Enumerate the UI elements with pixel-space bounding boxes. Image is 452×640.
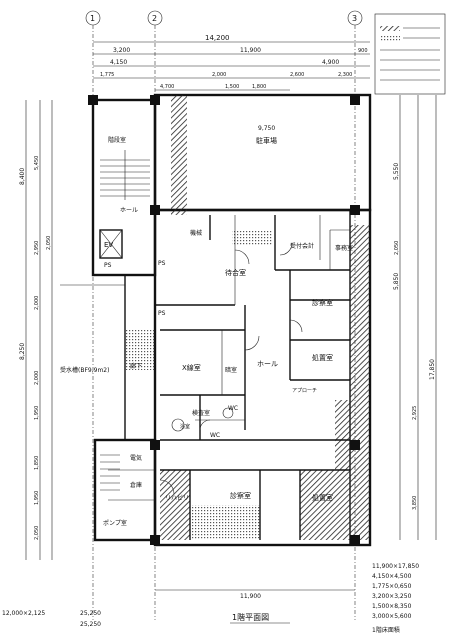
room-reception: 受付会計 [290,242,314,250]
top-dimensions: 14,200 3,200 11,900 900 4,150 4,900 1,77… [93,34,370,91]
legend-br-0: 11,900×17,850 [372,563,419,570]
room-parking: 駐車場 [256,136,277,145]
room-treat1: 処置室 [312,353,333,362]
room-consult2: 診察室 [230,491,251,500]
room-wc2: WC [210,432,220,439]
left-dimensions: 8,400 5,450 2,950 2,050 2,000 8,250 2,00… [19,100,53,560]
area-left-3: 25,250 [80,621,101,628]
room-wait: 待合室 [225,268,246,277]
room-xray: X線室 [182,363,201,372]
legend-caption: 1階床面積 [372,626,400,634]
elevator [99,229,123,259]
dim-right-3: 2,925 [412,406,418,420]
legend-br-4: 1,500×8,350 [372,603,412,610]
legend-bottom-right: 11,900×17,850 4,150×4,500 1,775×0,650 3,… [372,563,419,634]
dim-row2-0: 3,200 [113,47,130,54]
dim-row4-2: 2,000 [212,72,226,78]
room-labels: 階段室 9,750 駐車場 ホール EV PS PS PS 機械 受付会計 待合… [60,125,353,527]
room-office: 事務室 [335,244,353,252]
dim-left-0: 8,400 [19,168,26,185]
area-left-1: 12,000×2,125 [2,610,45,617]
legend-br-3: 3,200×3,250 [372,593,412,600]
dim-left-7: 1,950 [34,406,40,420]
room-consult1: 診察室 [312,298,333,307]
dim-row3-0: 4,150 [110,59,127,66]
dim-row3-1: 4,900 [322,59,339,66]
drawing-title: 1階平面図 [232,612,269,622]
grid-label-2: 2 [152,14,157,23]
room-ps2: PS [158,260,166,267]
dim-row4-0: 1,775 [100,72,114,78]
hatched-walls [125,95,370,540]
legend-top-right [374,13,446,95]
columns [88,95,360,545]
dim-right-2: 5,850 [393,273,400,290]
dim-left-9: 1,950 [34,491,40,505]
room-rehab: リハビリ [165,494,189,502]
dim-left-4: 2,000 [34,296,40,310]
room-pump: ポンプ室 [103,519,127,527]
room-approach: アプローチ [292,388,317,394]
grid-label-1: 1 [90,14,95,23]
room-ele: 電気 [130,454,142,462]
room-corridor: 廊下 [130,362,142,370]
legend-br-2: 1,775×0,650 [372,583,412,590]
room-stair: 階段室 [108,136,126,144]
dim-bottom-total: 11,900 [240,593,261,600]
dim-row4-3: 1,500 [225,84,239,90]
room-ps3: PS [158,310,166,317]
room-hall-top: ホール [120,207,138,214]
interior-walls [108,215,350,540]
dim-left-10: 2,050 [34,526,40,540]
room-mech: 機械 [190,229,202,237]
room-dark: 暗室 [225,366,237,374]
room-ev: EV [104,241,113,249]
room-exam: 検査室 [192,409,210,417]
dim-row4-5: 2,600 [290,72,304,78]
bottom-annotations: 11,900 1階平面図 12,000×2,125 25,250 25,250 [2,589,355,628]
dim-right-1: 2,050 [394,241,400,255]
legend-br-5: 3,000×5,600 [372,613,412,620]
room-parking-area: 9,750 [258,125,275,132]
grid-label-3: 3 [352,14,357,23]
door-swings [159,242,303,495]
dim-left-2: 2,950 [34,241,40,255]
room-wc: WC [228,405,238,412]
legend-br-1: 4,150×4,500 [372,573,412,580]
dim-left-6: 2,000 [34,371,40,385]
room-bath: 浴室 [180,423,190,430]
dim-left-5: 8,250 [19,343,26,360]
room-ps1: PS [104,262,112,269]
room-storage: 倉庫 [130,481,142,489]
dim-right-0: 5,550 [393,163,400,180]
dim-row4-4: 1,800 [252,84,266,90]
room-water-tank: 受水槽(BF9,9m2) [60,366,109,374]
dim-row2-1: 11,900 [240,47,261,54]
dim-right-4: 17,850 [429,359,436,380]
dim-left-3: 2,050 [46,236,52,250]
room-hall: ホール [257,360,278,368]
stair-treads [100,150,150,491]
dim-left-1: 5,450 [34,156,40,170]
dim-total: 14,200 [205,34,230,42]
dim-left-8: 1,850 [34,456,40,470]
dim-row4-6: 2,300 [338,72,352,78]
room-treat2: 処置室 [312,493,333,502]
dim-row2-2: 900 [358,48,368,54]
dim-right-5: 3,850 [412,496,418,510]
right-dimensions: 5,550 2,050 5,850 2,925 17,850 3,850 [393,95,437,540]
dim-row4-1: 4,700 [160,84,174,90]
area-left-2: 25,250 [80,610,101,617]
